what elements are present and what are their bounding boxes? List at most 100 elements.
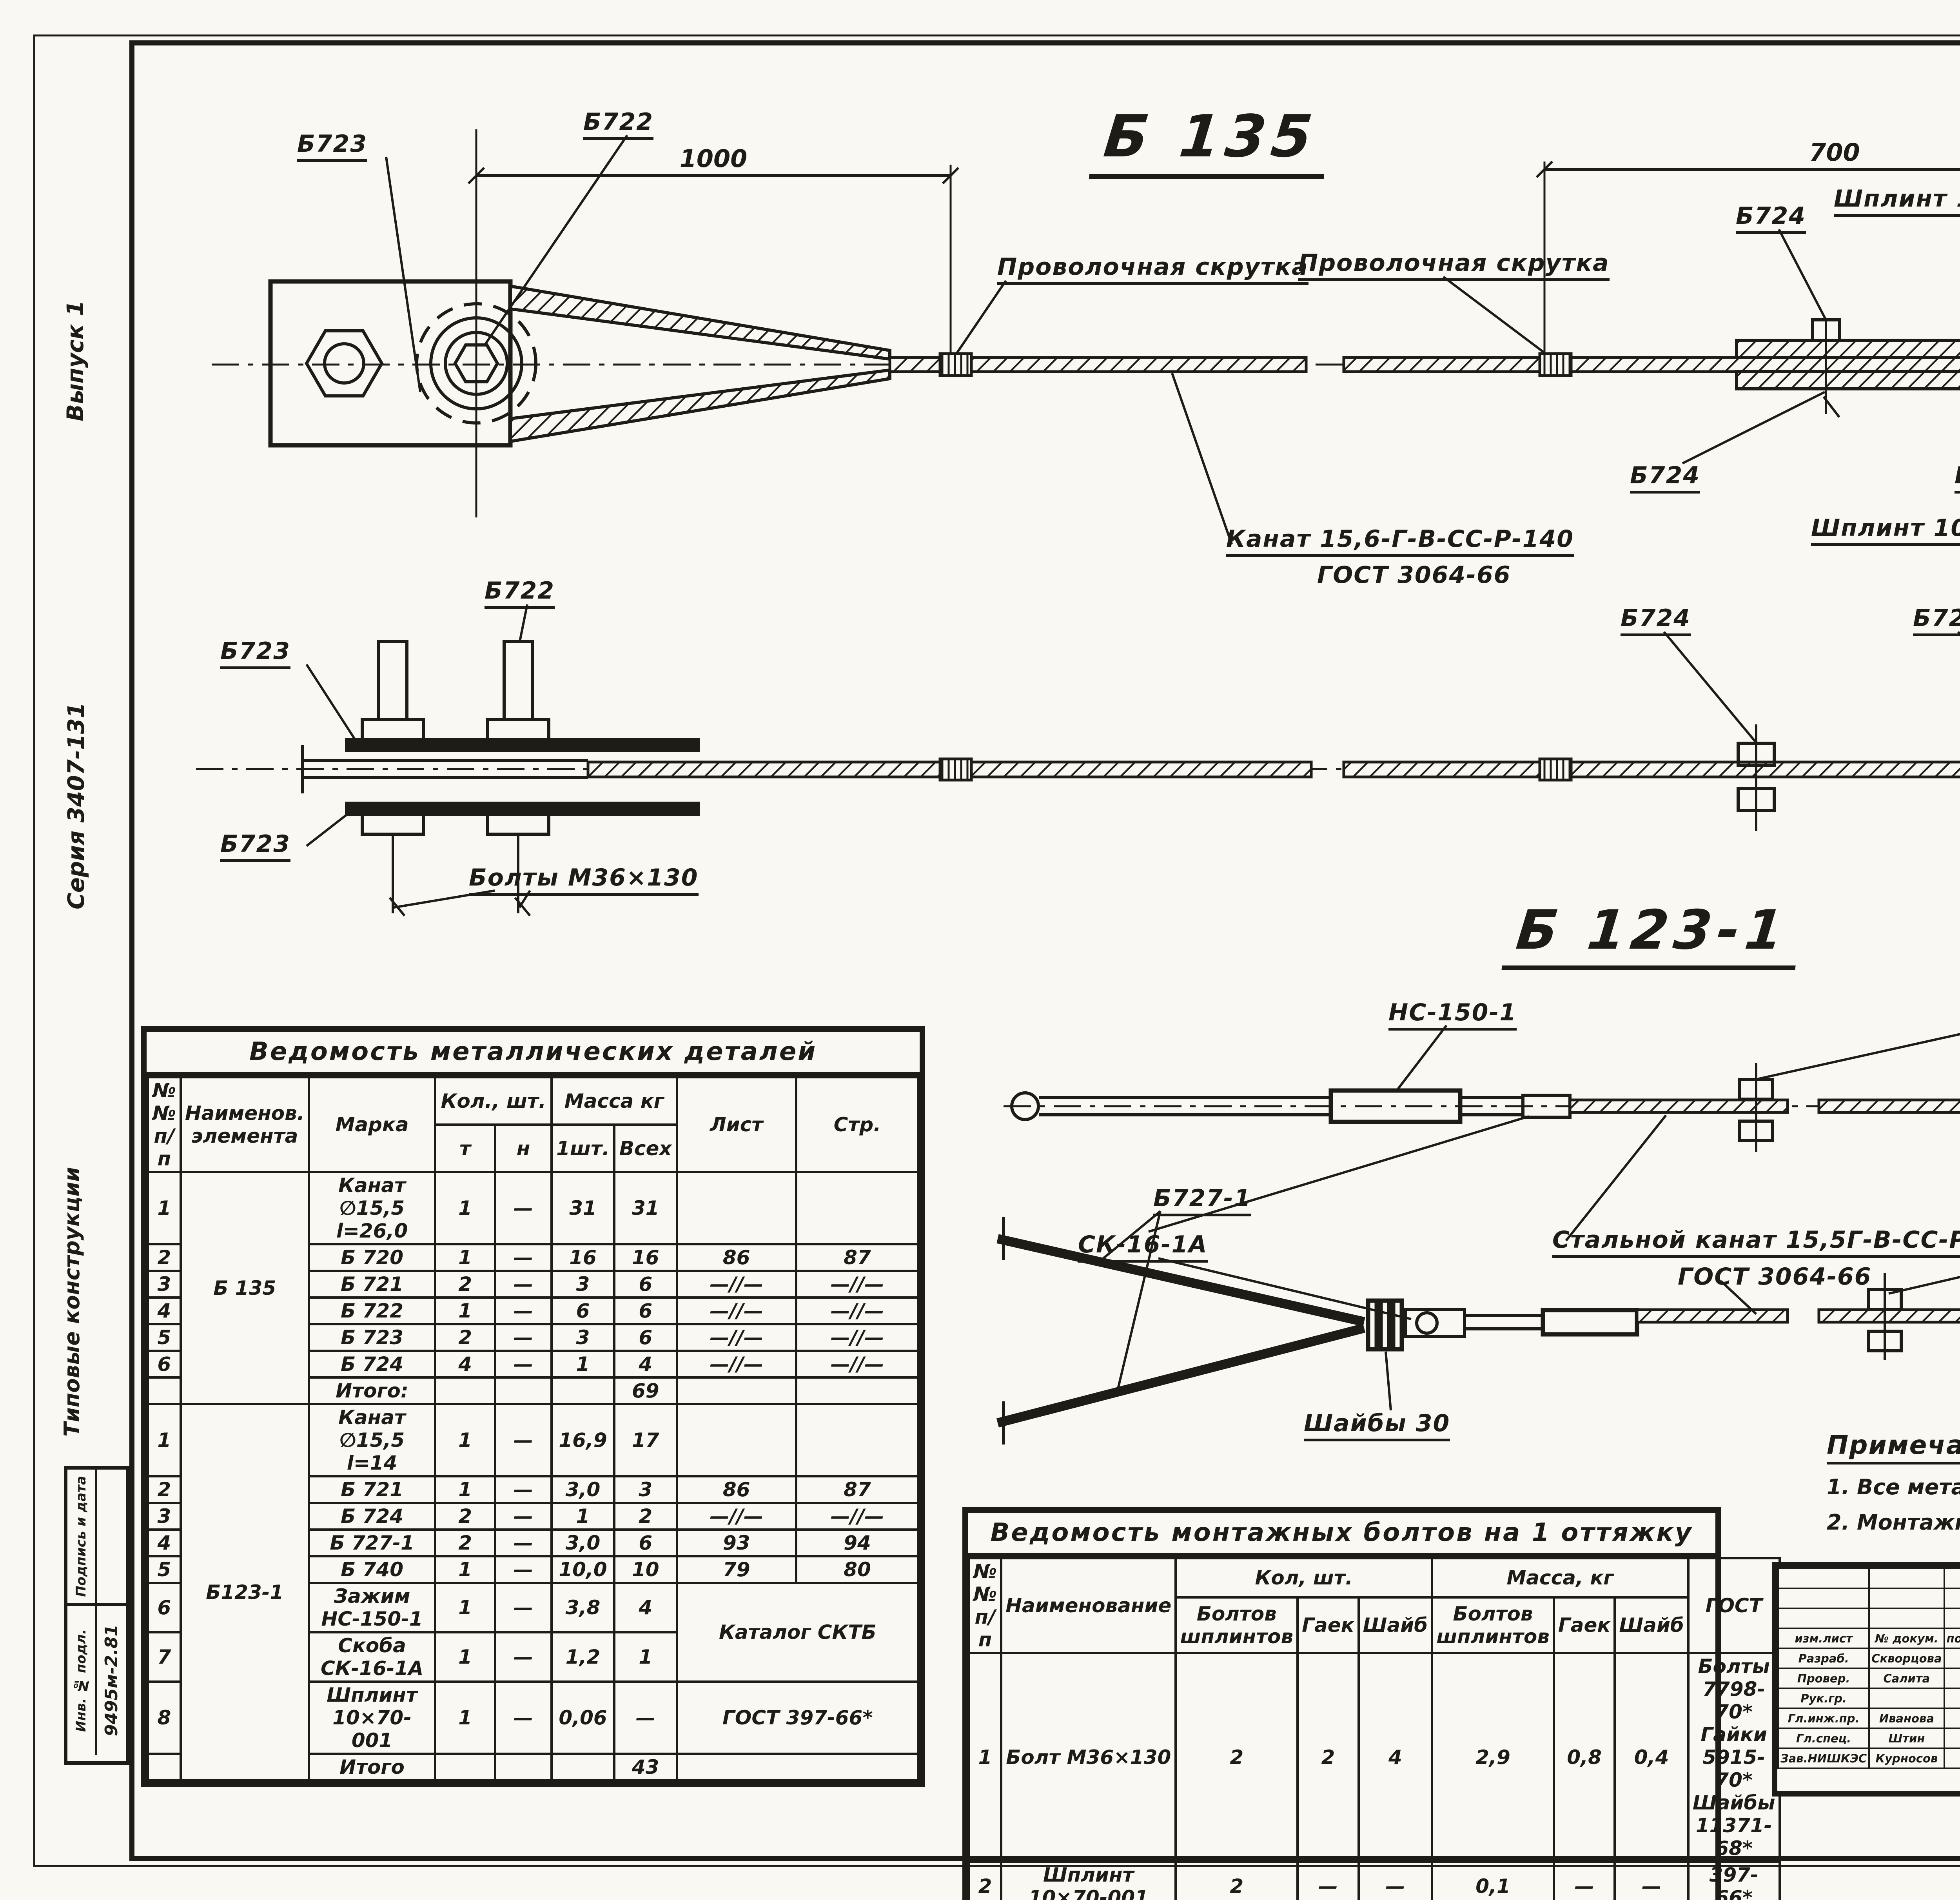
table-cell: 2 bbox=[613, 1502, 678, 1531]
table-cell: Каталог СКТБ bbox=[675, 1582, 920, 1683]
table-cell: — bbox=[1613, 1860, 1690, 1900]
table-cell: 16,9 bbox=[550, 1403, 615, 1477]
clamp-b724-lower-1 bbox=[1867, 1273, 1903, 1360]
table-cell: 6 bbox=[147, 1582, 182, 1633]
table-cell bbox=[434, 1753, 496, 1782]
table-cell: —//— bbox=[795, 1270, 920, 1299]
table-cell: 3,8 bbox=[550, 1582, 615, 1633]
washers-30 bbox=[1366, 1298, 1404, 1352]
table-cell: — bbox=[494, 1528, 553, 1557]
table-cell: ГОСТ 397-66* bbox=[675, 1680, 920, 1755]
table-cell: 1шт. bbox=[550, 1123, 615, 1173]
view-b123 bbox=[996, 1063, 1960, 1445]
table-cell: т bbox=[434, 1123, 496, 1173]
table-cell: 1 bbox=[434, 1555, 496, 1584]
table-cell: Масса кг bbox=[550, 1076, 678, 1126]
table-cell: 2 bbox=[1174, 1652, 1299, 1863]
table-cell: — bbox=[613, 1680, 678, 1755]
table-cell: — bbox=[1552, 1860, 1616, 1900]
table-cell: — bbox=[494, 1631, 553, 1683]
table-cell: 2 bbox=[434, 1502, 496, 1531]
callout-b724: Б724 bbox=[1621, 604, 1691, 636]
table-cell: 2 bbox=[1174, 1860, 1299, 1900]
table-cell: 6 bbox=[147, 1350, 182, 1379]
notes-title: Примечания: bbox=[1827, 1430, 1960, 1464]
callout-rope-b123-gost: ГОСТ 3064-66 bbox=[1678, 1263, 1872, 1290]
table-cell: ∼∼ bbox=[1943, 1648, 1960, 1669]
table-cell: Канат ∅15,5 l=14 bbox=[307, 1403, 437, 1477]
table-cell bbox=[1943, 1588, 1960, 1609]
table-cell: Канат ∅15,5 l=26,0 bbox=[307, 1171, 437, 1245]
table-cell bbox=[795, 1403, 920, 1477]
table-cell: Салита bbox=[1868, 1668, 1945, 1689]
table-cell bbox=[494, 1376, 553, 1405]
table-cell bbox=[675, 1403, 797, 1477]
table-cell: Б 721 bbox=[307, 1475, 437, 1504]
clamp-b724-plan-1 bbox=[1737, 724, 1776, 831]
table-cell: Разраб. bbox=[1777, 1648, 1870, 1669]
table-cell: Скоба СК-16-1А bbox=[307, 1631, 437, 1683]
table-cell: Б 727-1 bbox=[307, 1528, 437, 1557]
table-cell: Б 724 bbox=[307, 1350, 437, 1379]
table-cell bbox=[675, 1376, 797, 1405]
table-cell: Стр. bbox=[795, 1076, 920, 1173]
table-cell bbox=[1777, 1608, 1870, 1629]
table-cell: Провер. bbox=[1777, 1668, 1870, 1689]
table-cell: 93 bbox=[675, 1528, 797, 1557]
table-cell: Шайб bbox=[1613, 1596, 1690, 1654]
table-cell: 16 bbox=[550, 1243, 615, 1272]
callout-wire-twist-2: Проволочная скрутка bbox=[1298, 249, 1610, 281]
table-cell bbox=[1943, 1568, 1960, 1589]
table-cell: 69 bbox=[613, 1376, 678, 1405]
table-cell: — bbox=[494, 1350, 553, 1379]
table-cell bbox=[1868, 1588, 1945, 1609]
callout-rope-b135: Канат 15,6-Г-В-СС-Р-140 bbox=[1226, 525, 1574, 557]
table-cell: —//— bbox=[795, 1502, 920, 1531]
table-cell: 4 bbox=[147, 1296, 182, 1325]
table-cell bbox=[550, 1753, 615, 1782]
table-cell: 31 bbox=[550, 1171, 615, 1245]
table-cell: Б 724 bbox=[307, 1502, 437, 1531]
drawing-title-b135: Б 135 bbox=[1089, 103, 1332, 179]
table-cell: 4 bbox=[434, 1350, 496, 1379]
table-cell: Гл.спец. bbox=[1777, 1728, 1870, 1749]
table-cell: — bbox=[494, 1502, 553, 1531]
table-cell: Масса, кг bbox=[1431, 1557, 1690, 1599]
margin-inventory-box: Подпись и дата Инв. № подл. 9495м-2.81 bbox=[64, 1466, 129, 1765]
table-cell: 1 bbox=[434, 1582, 496, 1633]
table-cell: 6 bbox=[613, 1296, 678, 1325]
table-cell: 2 bbox=[147, 1475, 182, 1504]
table-cell: Гаек bbox=[1552, 1596, 1616, 1654]
note-1: 1. Все металлические детали оцинковать г… bbox=[1827, 1475, 1960, 1499]
table-cell: 3,0 bbox=[550, 1475, 615, 1504]
table-cell: Б 721 bbox=[307, 1270, 437, 1299]
table-cell: ∼∼ bbox=[1943, 1708, 1960, 1729]
table-cell: Штин bbox=[1868, 1728, 1945, 1749]
dimension-700: 700 bbox=[1809, 138, 1860, 167]
callout-cotter-pin-1: Шплинт 10×70-001 bbox=[1834, 185, 1960, 217]
table-cell bbox=[675, 1753, 920, 1782]
table-cell: —//— bbox=[675, 1270, 797, 1299]
table-cell: 2 bbox=[1296, 1652, 1360, 1863]
shackle-sk16 bbox=[1404, 1308, 1466, 1338]
table-cell: 10,0 bbox=[550, 1555, 615, 1584]
table-cell: 0,8 bbox=[1552, 1652, 1616, 1863]
table-cell: 2 bbox=[434, 1270, 496, 1299]
table-cell: Болтов шплинтов bbox=[1431, 1596, 1555, 1654]
table-cell: — bbox=[1357, 1860, 1434, 1900]
table-cell: 1 bbox=[967, 1652, 1003, 1863]
table-cell: —//— bbox=[795, 1323, 920, 1352]
table-cell bbox=[1868, 1688, 1945, 1709]
table-cell: Скворцова bbox=[1868, 1648, 1945, 1669]
callout-cotter-pin-2: Шплинт 10×70-001 bbox=[1811, 514, 1960, 546]
mounting-bolts-table-title: Ведомость монтажных болтов на 1 оттяжку bbox=[968, 1513, 1715, 1557]
callout-sk16: СК-16-1А bbox=[1078, 1231, 1208, 1263]
table-cell: Гл.инж.пр. bbox=[1777, 1708, 1870, 1729]
table-cell: 4 bbox=[613, 1350, 678, 1379]
table-cell: ∼∼ bbox=[1943, 1728, 1960, 1749]
table-cell: 1 bbox=[550, 1502, 615, 1531]
